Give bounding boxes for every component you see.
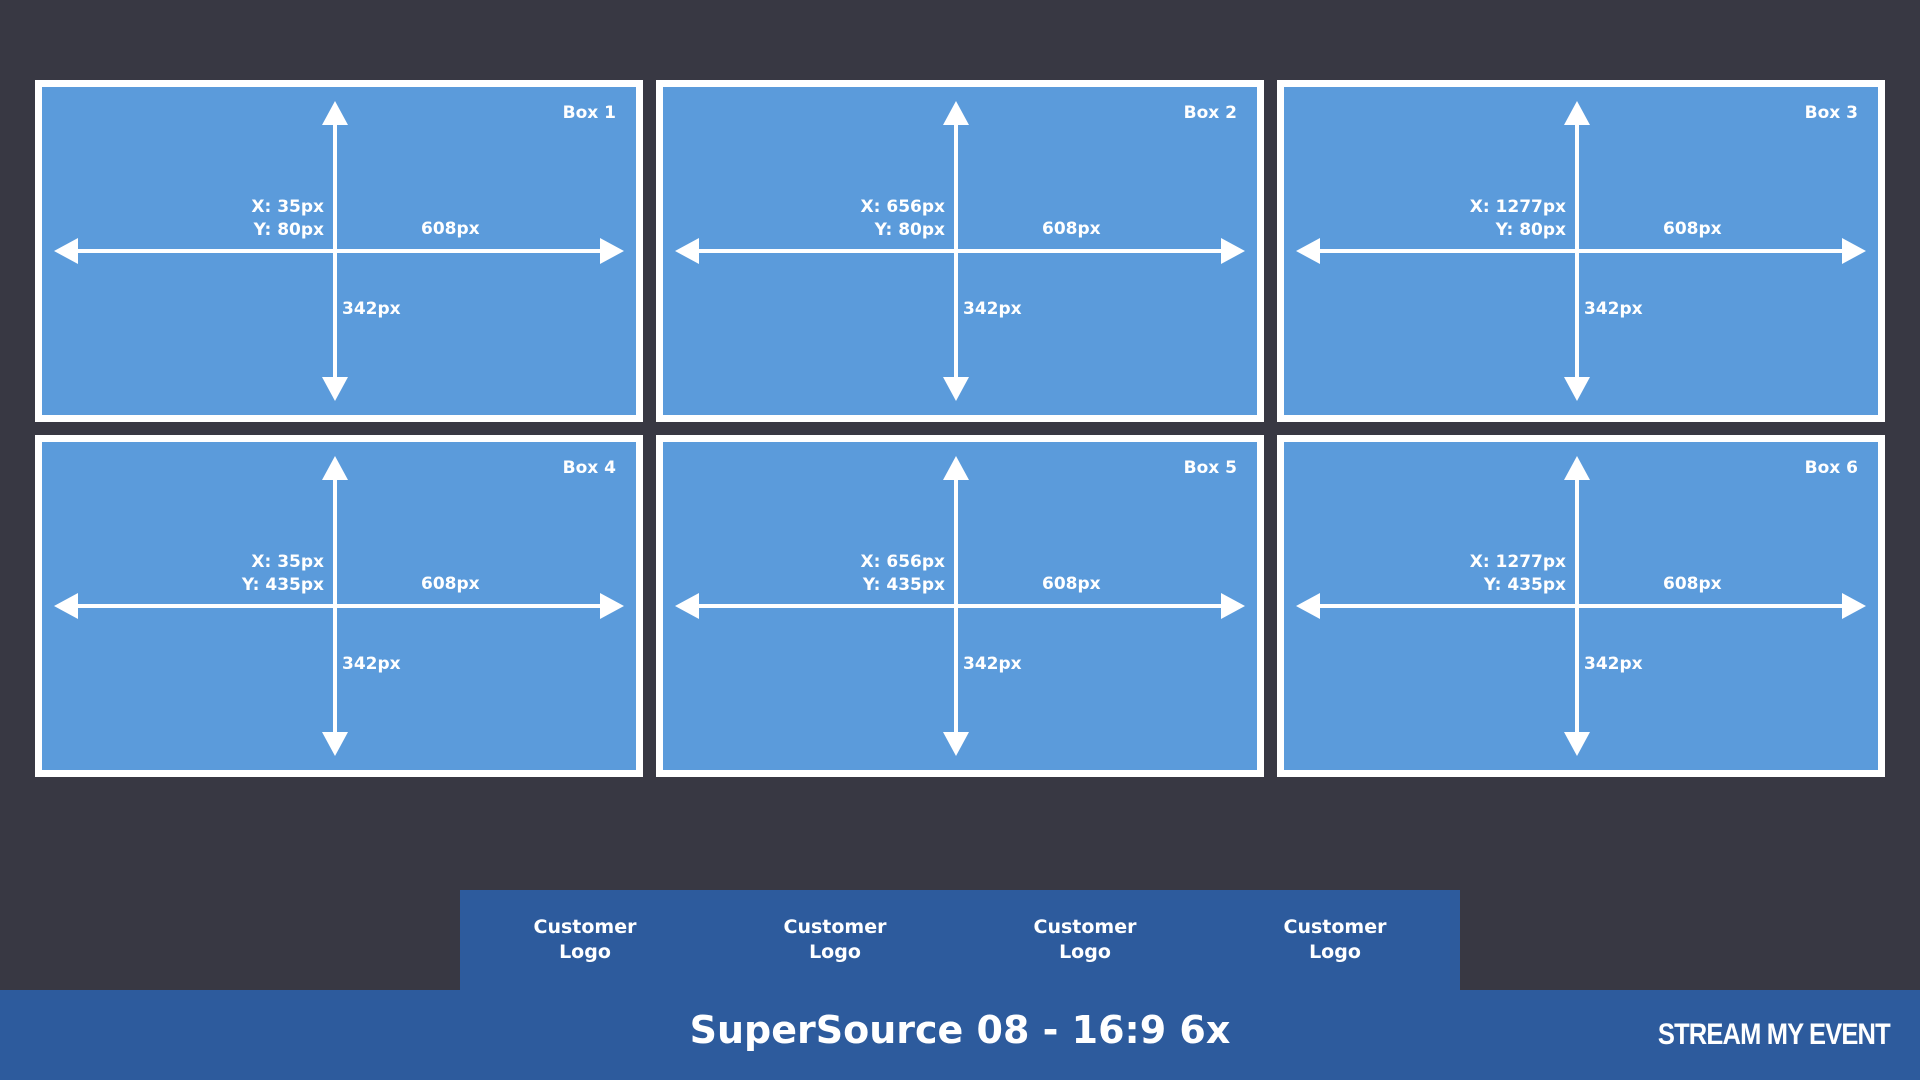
dimension-arrows-icon <box>675 101 1245 401</box>
customer-logo-slot: Customer Logo <box>533 916 637 963</box>
x-coordinate: X: 656px <box>860 197 945 217</box>
y-coordinate: Y: 80px <box>1495 220 1566 240</box>
coordinate-label: X: 656px Y: 80px <box>861 196 945 242</box>
box-title: Box 2 <box>1183 103 1237 123</box>
height-label: 342px <box>963 299 1022 319</box>
customer-logo-slot: Customer Logo <box>1033 916 1137 963</box>
y-coordinate: Y: 80px <box>874 220 945 240</box>
y-coordinate: Y: 80px <box>253 220 324 240</box>
box-title: Box 1 <box>562 103 616 123</box>
height-label: 342px <box>1584 654 1643 674</box>
width-label: 608px <box>1663 219 1722 239</box>
y-coordinate: Y: 435px <box>862 575 945 595</box>
layout-box-3: Box 3 X: 1277px Y: 80px 608px 342px <box>1277 80 1885 422</box>
x-coordinate: X: 1277px <box>1469 197 1566 217</box>
height-label: 342px <box>963 654 1022 674</box>
box-title: Box 6 <box>1804 458 1858 478</box>
x-coordinate: X: 1277px <box>1469 552 1566 572</box>
coordinate-label: X: 1277px Y: 435px <box>1470 551 1566 597</box>
height-label: 342px <box>1584 299 1643 319</box>
footer-bar: SuperSource 08 - 16:9 6x STREAM MY EVENT <box>0 990 1920 1080</box>
dimension-arrows-icon <box>675 456 1245 756</box>
height-label: 342px <box>342 299 401 319</box>
customer-logo-slot: Customer Logo <box>783 916 887 963</box>
layout-box-5: Box 5 X: 656px Y: 435px 608px 342px <box>656 435 1264 777</box>
width-label: 608px <box>1663 574 1722 594</box>
layout-box-6: Box 6 X: 1277px Y: 435px 608px 342px <box>1277 435 1885 777</box>
coordinate-label: X: 656px Y: 435px <box>861 551 945 597</box>
height-label: 342px <box>342 654 401 674</box>
x-coordinate: X: 35px <box>251 197 324 217</box>
box-title: Box 5 <box>1183 458 1237 478</box>
box-title: Box 4 <box>562 458 616 478</box>
footer-title: SuperSource 08 - 16:9 6x <box>689 1008 1231 1052</box>
dimension-arrows-icon <box>54 456 624 756</box>
box-title: Box 3 <box>1804 103 1858 123</box>
y-coordinate: Y: 435px <box>241 575 324 595</box>
x-coordinate: X: 656px <box>860 552 945 572</box>
customer-logo-slot: Customer Logo <box>1283 916 1387 963</box>
coordinate-label: X: 1277px Y: 80px <box>1470 196 1566 242</box>
coordinate-label: X: 35px Y: 80px <box>251 196 324 242</box>
layout-box-2: Box 2 X: 656px Y: 80px 608px 342px <box>656 80 1264 422</box>
width-label: 608px <box>421 574 480 594</box>
y-coordinate: Y: 435px <box>1483 575 1566 595</box>
x-coordinate: X: 35px <box>251 552 324 572</box>
width-label: 608px <box>1042 574 1101 594</box>
coordinate-label: X: 35px Y: 435px <box>242 551 324 597</box>
width-label: 608px <box>421 219 480 239</box>
dimension-arrows-icon <box>54 101 624 401</box>
brand-logo: STREAM MY EVENT <box>1658 1018 1891 1051</box>
layout-box-4: Box 4 X: 35px Y: 435px 608px 342px <box>35 435 643 777</box>
dimension-arrows-icon <box>1296 456 1866 756</box>
dimension-arrows-icon <box>1296 101 1866 401</box>
layout-box-1: Box 1 X: 35px Y: 80px 608px 342px <box>35 80 643 422</box>
customer-logo-bar: Customer Logo Customer Logo Customer Log… <box>460 890 1460 990</box>
width-label: 608px <box>1042 219 1101 239</box>
